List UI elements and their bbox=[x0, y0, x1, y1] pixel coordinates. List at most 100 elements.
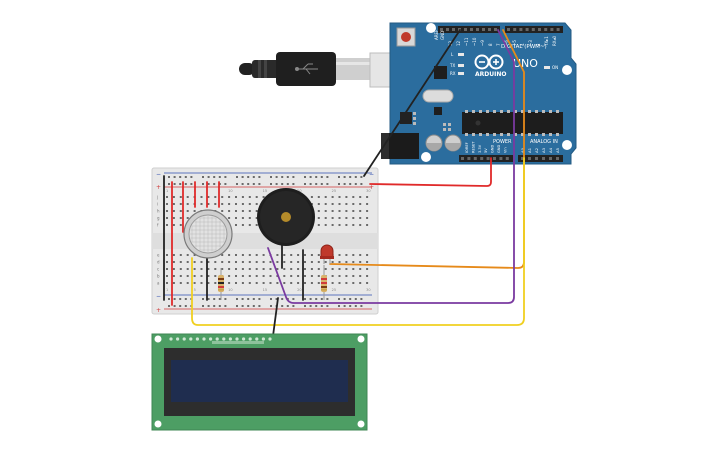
breadboard-row-label: g bbox=[157, 216, 160, 221]
power-pin-label: 3.3V bbox=[478, 144, 482, 153]
resistor-led bbox=[321, 265, 327, 300]
analog-pin-label: A1 bbox=[527, 147, 532, 153]
arduino-logo-icon bbox=[474, 54, 504, 70]
analog-pin-label: A2 bbox=[534, 147, 539, 153]
analog-pin-label: A4 bbox=[548, 147, 553, 153]
breadboard-row-label: c bbox=[157, 267, 159, 272]
lcd-16x2 bbox=[151, 333, 368, 431]
rail-minus-label-bottom: − bbox=[156, 293, 161, 300]
led-icon bbox=[320, 244, 334, 259]
small-chip bbox=[434, 107, 442, 115]
rail-minus-label: − bbox=[156, 171, 161, 178]
breadboard-column-label: 30 bbox=[366, 189, 370, 193]
analog-header bbox=[518, 155, 563, 162]
breadboard-column-label: 10 bbox=[228, 288, 232, 292]
gas-sensor bbox=[183, 209, 233, 259]
digital-pin-label: RX◂0 bbox=[552, 35, 557, 46]
analog-pin-label: A3 bbox=[541, 147, 546, 153]
breadboard-column-label: 15 bbox=[263, 288, 267, 292]
power-pin-label: Vin bbox=[503, 147, 507, 153]
lcd-screen bbox=[171, 360, 348, 402]
wire-purple-buzzer bbox=[267, 29, 515, 304]
gnd-top-label: GND bbox=[440, 31, 445, 40]
wires bbox=[163, 29, 525, 337]
red-led bbox=[320, 244, 334, 264]
reset-button bbox=[396, 27, 416, 47]
breadboard-row-label: f bbox=[157, 223, 159, 228]
digital-pin-label: 12 bbox=[456, 40, 461, 46]
digital-pin-label: TX▸1 bbox=[544, 36, 549, 47]
digital-pin-label: 7 bbox=[496, 43, 501, 46]
arduino-model: UNO bbox=[513, 57, 538, 70]
led-rx-label: RX bbox=[450, 71, 456, 76]
digital-pin-label: 4 bbox=[520, 43, 525, 46]
breadboard-row-label: d bbox=[157, 260, 160, 265]
status-leds: L TX RX ON bbox=[449, 52, 558, 76]
power-header-label: POWER bbox=[493, 139, 512, 145]
led-on-label: ON bbox=[552, 65, 558, 70]
breadboard-row-label: e bbox=[157, 253, 160, 258]
mounting-hole bbox=[562, 140, 572, 150]
breadboard-column-label: 1 bbox=[166, 288, 168, 292]
usb-chip bbox=[434, 66, 447, 79]
pin-block bbox=[413, 112, 451, 131]
rail-plus-label: + bbox=[156, 184, 161, 191]
aref-label: AREF bbox=[434, 29, 439, 40]
resistor bbox=[218, 268, 224, 300]
digital-pin-label: ~11 bbox=[464, 37, 469, 46]
power-pin-label: IOREF bbox=[465, 142, 469, 153]
breadboard-column-label: 20 bbox=[297, 189, 301, 193]
digital-pin-label: ~9 bbox=[480, 40, 485, 46]
analog-header-label: ANALOG IN bbox=[530, 139, 558, 145]
breadboard-row-label: h bbox=[157, 209, 160, 214]
piezo-buzzer bbox=[257, 188, 315, 246]
breadboard-column-label: 10 bbox=[228, 189, 232, 193]
mounting-hole bbox=[562, 65, 572, 75]
rail-plus-label-bottom: + bbox=[156, 307, 161, 314]
digital-pin-label: ~10 bbox=[472, 37, 477, 46]
analog-pin-label: A0 bbox=[520, 147, 525, 153]
bottom-pin-holes bbox=[461, 157, 559, 160]
usb-plug-metal bbox=[336, 58, 370, 80]
digital-pin-label: 2 bbox=[536, 43, 541, 46]
led-l-label: L bbox=[451, 52, 454, 57]
regulator bbox=[400, 112, 412, 124]
usb-cable bbox=[239, 52, 417, 88]
digital-header-label: DIGITAL (PWM~) bbox=[501, 44, 547, 50]
lcd-pin-header bbox=[169, 337, 272, 344]
usb-icon bbox=[295, 63, 318, 75]
analog-pin-label: A5 bbox=[555, 147, 560, 153]
breadboard-column-label: 20 bbox=[297, 288, 301, 292]
digital-header-left bbox=[438, 26, 500, 33]
digital-pin-label: ~5 bbox=[512, 40, 517, 46]
breadboard-column-label: 15 bbox=[263, 189, 267, 193]
power-pin-label: 5V bbox=[484, 148, 488, 153]
atmega-chip bbox=[462, 110, 563, 136]
rail-minus-label-right: − bbox=[369, 171, 374, 178]
rail-plus-label-right: + bbox=[369, 184, 374, 191]
wire-black-gnd bbox=[363, 29, 461, 177]
arduino-brand: ARDUINO bbox=[475, 71, 506, 78]
breadboard-row-label: j bbox=[156, 195, 158, 200]
led-tx-label: TX bbox=[449, 63, 455, 68]
breadboard-row-label: i bbox=[157, 202, 158, 207]
breadboard-column-label: 1 bbox=[166, 189, 168, 193]
wire-red-5v bbox=[369, 157, 492, 187]
buzzer-icon bbox=[281, 212, 291, 222]
breadboard-column-label: 25 bbox=[332, 288, 336, 292]
digital-pin-label: 8 bbox=[488, 43, 493, 46]
breadboard-column-label: 25 bbox=[332, 189, 336, 193]
power-pin-label: RESET bbox=[471, 141, 475, 153]
breadboard-column-label: 5 bbox=[194, 288, 196, 292]
wire-yellow-analog bbox=[191, 157, 525, 326]
power-pin-label: GND bbox=[497, 145, 501, 153]
digital-pin-label: ~6 bbox=[504, 40, 509, 46]
breadboard-row-label: b bbox=[157, 274, 160, 279]
power-pin-label: GND bbox=[491, 145, 495, 153]
